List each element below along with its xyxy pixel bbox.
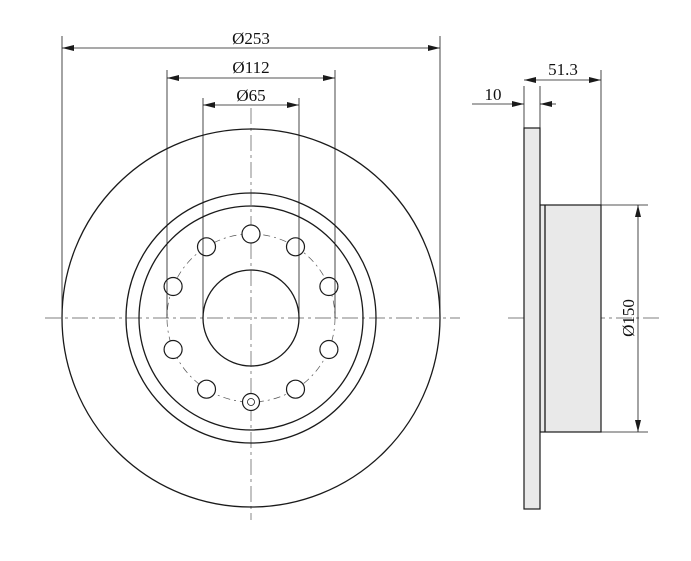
locating-pin-hole <box>241 392 261 412</box>
bolt-hole <box>319 339 339 360</box>
hat-outer-edge <box>138 205 364 431</box>
friction-ring-section <box>523 127 541 510</box>
dimension-thickness: 10 <box>472 85 556 107</box>
bolt-hole <box>285 379 306 399</box>
bolt-hole <box>196 379 217 399</box>
hub-diameter-label: Ø150 <box>619 299 638 337</box>
center-bore-label: Ø65 <box>236 86 265 105</box>
bolt-hole <box>285 237 306 257</box>
bolt-hole <box>196 237 217 257</box>
bolt-holes <box>163 224 339 399</box>
dimension-total-height: 51.3 <box>524 60 601 83</box>
total-height-label: 51.3 <box>548 60 578 79</box>
dimension-hub-diameter: Ø150 <box>619 205 641 432</box>
outer-diameter-label: Ø253 <box>232 29 270 48</box>
bolt-hole <box>241 224 261 244</box>
front-view: Ø253 Ø112 Ø65 <box>45 29 460 520</box>
hub-section <box>539 204 602 433</box>
dimension-center-bore: Ø65 <box>203 86 299 108</box>
locating-pin-inner <box>247 398 255 406</box>
dimension-outer-diameter: Ø253 <box>62 29 440 51</box>
thickness-label: 10 <box>485 85 502 104</box>
bolt-hole <box>163 339 183 360</box>
friction-ring-inner-edge <box>125 192 377 444</box>
side-view: 51.3 10 Ø150 <box>472 60 662 510</box>
dimension-bolt-circle: Ø112 <box>167 58 335 81</box>
bolt-hole <box>319 276 339 297</box>
bolt-hole <box>163 276 183 297</box>
bolt-circle-label: Ø112 <box>232 58 269 77</box>
